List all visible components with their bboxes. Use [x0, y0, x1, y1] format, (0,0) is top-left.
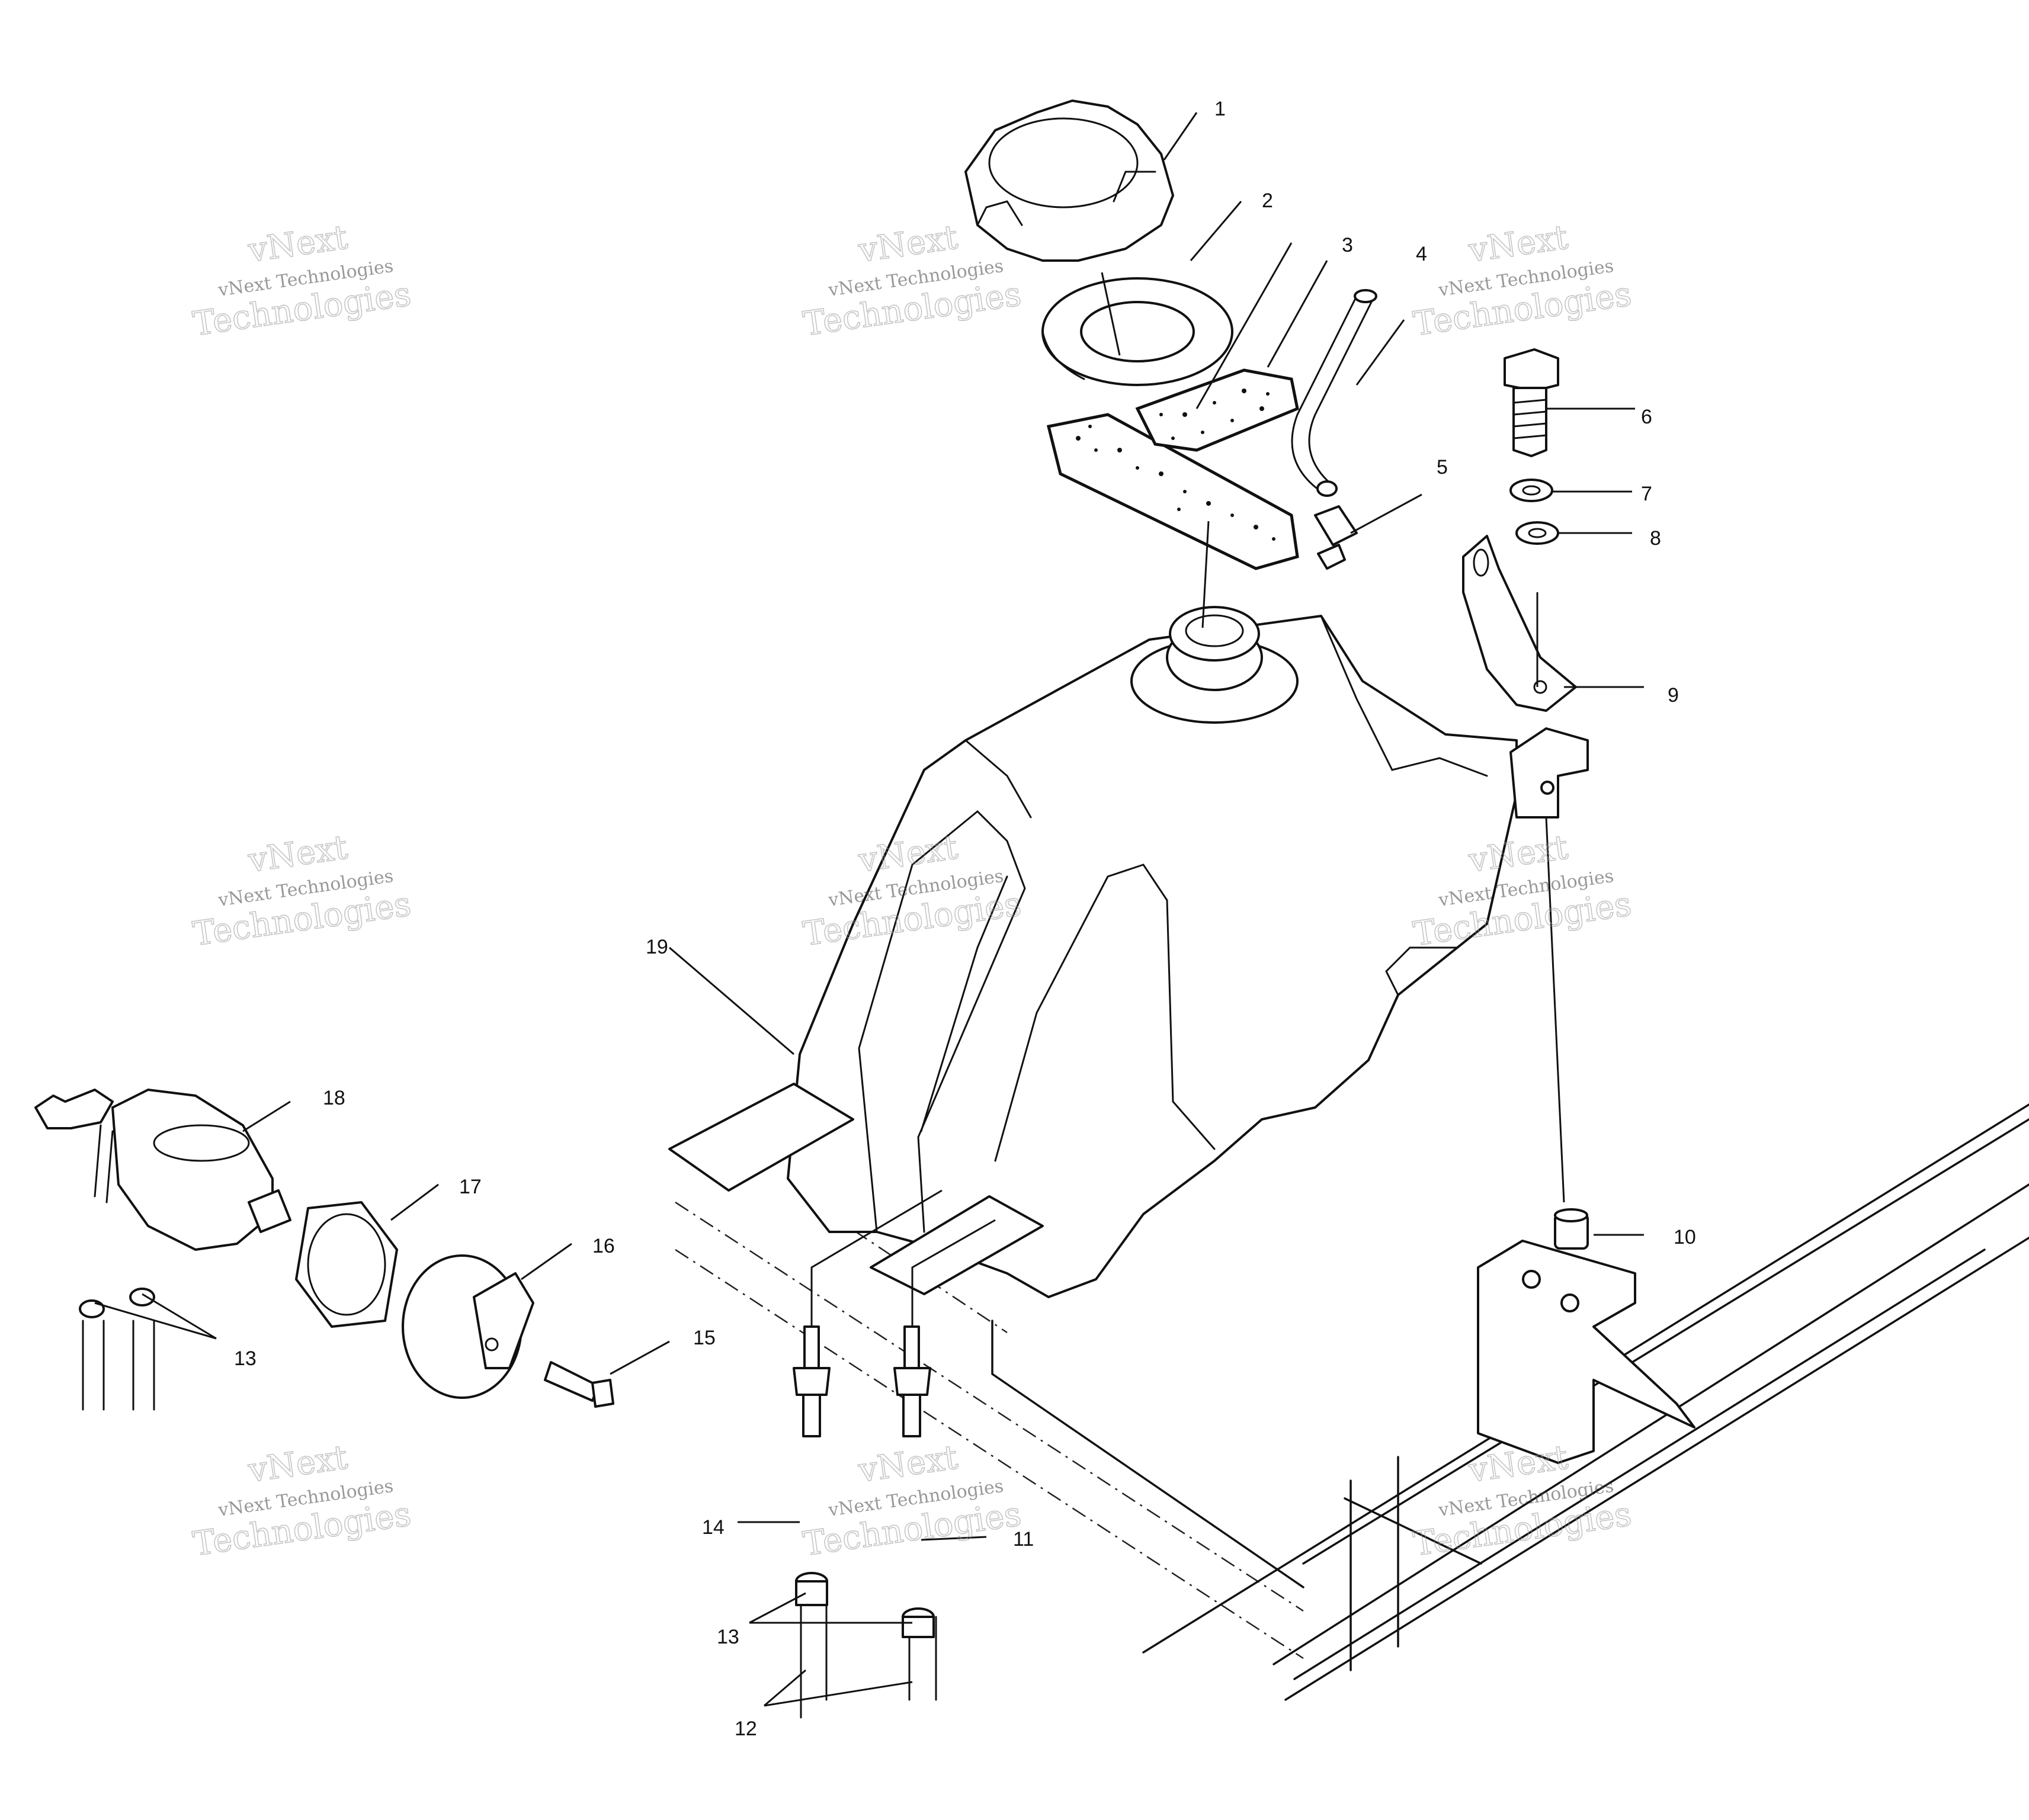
callout-17: 17	[459, 1176, 482, 1198]
svg-text:vNext: vNext	[245, 828, 350, 880]
washers	[1509, 479, 1559, 545]
fuel-tank	[668, 606, 1589, 1298]
callout-5: 5	[1437, 456, 1448, 479]
screw	[544, 1361, 614, 1408]
callout-7: 7	[1641, 483, 1652, 505]
watermark: vNext vNext Technologies Technologies	[190, 217, 414, 344]
spacer	[1554, 1208, 1589, 1250]
vent-hose	[1291, 289, 1377, 497]
callout-10: 10	[1674, 1226, 1696, 1248]
watermark: vNext vNext Technologies Technologies	[1411, 1437, 1634, 1564]
mounting-bracket	[1462, 535, 1577, 712]
fuel-lines	[795, 1572, 937, 1719]
svg-text:vNext: vNext	[245, 1438, 350, 1490]
callout-1: 1	[1214, 98, 1226, 120]
frame-bracket	[1477, 1240, 1695, 1464]
bolt	[1504, 348, 1559, 457]
leader-lines	[94, 112, 1644, 1707]
callout-8: 8	[1650, 527, 1661, 550]
fuel-cap	[964, 99, 1174, 262]
watermark: vNext vNext Technologies Technologies	[1411, 217, 1634, 344]
hex-nut	[295, 1201, 398, 1328]
callout-6: 6	[1641, 406, 1652, 428]
watermark: vNext vNext Technologies Technologies	[800, 1437, 1024, 1564]
filter-cap	[402, 1254, 534, 1399]
svg-text:vNext: vNext	[1466, 218, 1570, 270]
watermark: vNext vNext Technologies Technologies	[190, 1437, 414, 1564]
callout-14: 14	[702, 1516, 725, 1539]
callout-9: 9	[1668, 684, 1679, 707]
callout-12: 12	[735, 1718, 757, 1740]
callout-16: 16	[592, 1235, 615, 1257]
callout-13-bottom: 13	[717, 1626, 739, 1648]
callout-2: 2	[1262, 190, 1273, 212]
foam-strips	[1046, 368, 1299, 570]
gasket	[1041, 277, 1233, 386]
callout-11: 11	[1013, 1528, 1034, 1551]
svg-text:vNext: vNext	[245, 218, 350, 270]
callout-15: 15	[693, 1327, 716, 1349]
callout-13-left: 13	[234, 1347, 257, 1370]
callouts: 1 2 3 4 5 6 7 8 9 10 11 12 13 13 14 15 1…	[234, 98, 1696, 1740]
svg-text:vNext: vNext	[855, 1438, 960, 1490]
vent-fitting	[1314, 505, 1358, 570]
watermark: vNext vNext Technologies Technologies	[800, 827, 1024, 954]
callout-18: 18	[323, 1087, 345, 1109]
callout-4: 4	[1416, 243, 1427, 265]
fuel-fittings	[793, 1325, 931, 1437]
svg-text:vNext: vNext	[1466, 1438, 1570, 1490]
svg-text:vNext: vNext	[855, 218, 960, 270]
callout-19: 19	[646, 936, 668, 958]
callout-3: 3	[1342, 234, 1353, 256]
fuel-filter-assembly	[34, 1089, 291, 1411]
watermark: vNext vNext Technologies Technologies	[190, 827, 414, 954]
